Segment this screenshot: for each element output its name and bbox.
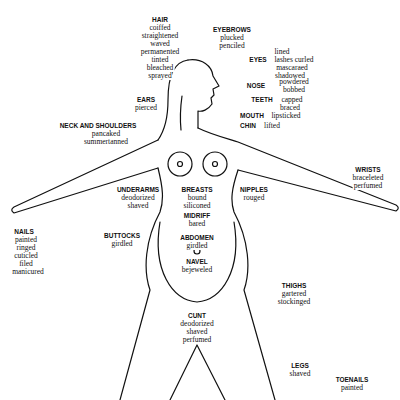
treatment-label: shaved <box>127 202 150 210</box>
treatment-label: deodorized <box>120 194 155 202</box>
part-heading: NAILS <box>13 228 35 236</box>
treatment-label: manicured <box>11 268 45 276</box>
abdomen-curve <box>158 222 236 302</box>
treatment-label: summertanned <box>83 138 129 146</box>
treatment-label: penciled <box>218 42 245 50</box>
part-heading: CHIN <box>239 122 257 130</box>
treatment-label: painted <box>340 384 364 392</box>
treatment-label: cuticled <box>13 252 39 260</box>
left-nipple <box>178 162 183 167</box>
treatment-label: mascaraed <box>275 64 309 72</box>
part-heading: UNDERARMS <box>116 186 160 194</box>
treatment-label: shaved <box>186 328 209 336</box>
treatment-label: perfumed <box>182 336 213 344</box>
treatment-label: bobbed <box>282 86 306 94</box>
left-breast <box>168 152 192 176</box>
treatment-label: capped <box>280 96 303 104</box>
treatment-label: stockinged <box>277 298 312 306</box>
treatment-label: lifted <box>263 122 281 130</box>
right-breast <box>203 152 227 176</box>
treatment-label: bejeweled <box>181 266 213 274</box>
treatment-label: bared <box>188 220 207 228</box>
treatment-label: coiffed <box>148 24 171 32</box>
treatment-label: sprayed <box>147 72 172 80</box>
part-heading: MOUTH <box>239 112 265 120</box>
treatment-label: painted <box>14 236 38 244</box>
part-heading: LEGS <box>290 362 310 370</box>
treatment-label: permanented <box>140 48 181 56</box>
treatment-label: deodorized <box>179 320 214 328</box>
part-heading: CUNT <box>187 312 207 320</box>
treatment-label: tinted <box>150 56 169 64</box>
treatment-label: ringed <box>15 244 36 252</box>
treatment-label: braced <box>279 104 301 112</box>
treatment-label: lashes curled <box>274 56 315 64</box>
treatment-label: girdled <box>110 240 133 248</box>
neck-line <box>180 96 182 130</box>
part-heading: EYES <box>248 56 267 64</box>
part-heading: NOSE <box>246 82 266 90</box>
face-profile <box>188 60 219 128</box>
part-heading: EARS <box>136 96 156 104</box>
part-heading: TOENAILS <box>335 376 370 384</box>
inner-legs <box>170 345 225 400</box>
treatment-label: pancaked <box>91 130 121 138</box>
part-heading: THIGHS <box>281 282 308 290</box>
treatment-label: waved <box>149 40 171 48</box>
treatment-label: pierced <box>134 104 158 112</box>
treatment-label: filed <box>18 260 34 268</box>
part-heading: HAIR <box>151 16 169 24</box>
treatment-label: lipsticked <box>270 112 301 120</box>
treatment-label: girdled <box>185 242 208 250</box>
treatment-label: rouged <box>243 194 266 202</box>
left-side <box>120 168 162 400</box>
left-arm <box>12 140 158 213</box>
part-heading: NAVEL <box>185 258 209 266</box>
part-heading: NECK AND SHOULDERS <box>59 122 138 130</box>
treatment-label: bound <box>187 194 208 202</box>
part-heading: BREASTS <box>180 186 213 194</box>
treatment-label: powdered <box>278 78 310 86</box>
part-heading: ABDOMEN <box>179 234 215 242</box>
treatment-label: siliconed <box>182 202 211 210</box>
part-heading: NIPPLES <box>239 186 269 194</box>
treatment-label: gartered <box>281 290 308 298</box>
right-arm <box>198 128 398 211</box>
treatment-label: braceleted <box>352 174 385 182</box>
treatment-label: perfumed <box>353 182 384 190</box>
part-heading: MIDRIFF <box>183 212 211 220</box>
part-heading: EYEBROWS <box>212 26 252 34</box>
treatment-label: plucked <box>219 34 245 42</box>
right-side <box>232 170 275 400</box>
right-nipple <box>213 162 218 167</box>
part-heading: TEETH <box>250 96 273 104</box>
treatment-label: bleached <box>146 64 175 72</box>
treatment-label: straightened <box>141 32 180 40</box>
treatment-label: shaved <box>289 370 312 378</box>
part-heading: BUTTOCKS <box>103 232 141 240</box>
part-heading: WRISTS <box>354 166 381 174</box>
treatment-label: lined <box>274 48 291 56</box>
